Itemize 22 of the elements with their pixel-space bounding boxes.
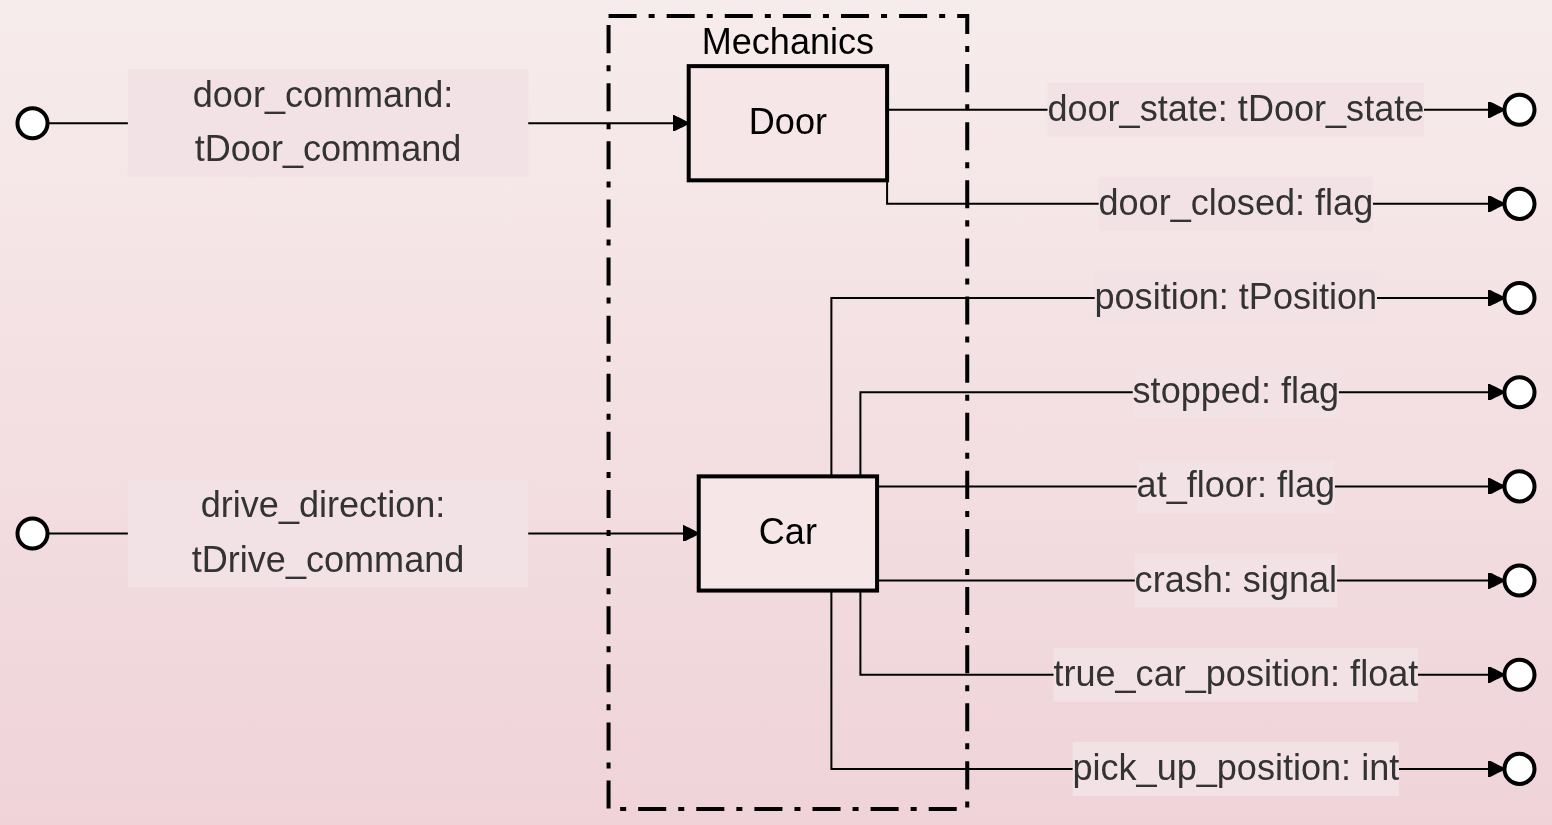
node-box: Car (696, 474, 880, 593)
node-semicircle (1502, 563, 1537, 598)
edge-label: pick_up_position: int (1072, 747, 1400, 788)
edge-label: position: tPosition (1094, 277, 1378, 318)
edge-label: door_command: tDoor_command (192, 75, 462, 170)
node-box: Door (686, 64, 890, 183)
edge-label: at_floor: flag (1136, 465, 1336, 506)
node-semicircle (15, 516, 50, 551)
edge-label: true_car_position: float (1053, 653, 1419, 694)
edge-label: door_state: tDoor_state (1047, 88, 1425, 129)
node-semicircle (1502, 186, 1537, 221)
node-semicircle (1502, 657, 1537, 692)
node-semicircle (1502, 375, 1537, 410)
node-semicircle (1502, 92, 1537, 127)
edge-label: crash: signal (1134, 559, 1338, 600)
node-semicircle (15, 106, 50, 141)
edge-label: door_closed: flag (1098, 182, 1374, 223)
edge-label: drive_direction: tDrive_command (191, 485, 465, 580)
node-semicircle (1502, 281, 1537, 316)
node-semicircle (1502, 469, 1537, 504)
edge-label: stopped: flag (1132, 371, 1340, 412)
node-semicircle (1502, 751, 1537, 786)
